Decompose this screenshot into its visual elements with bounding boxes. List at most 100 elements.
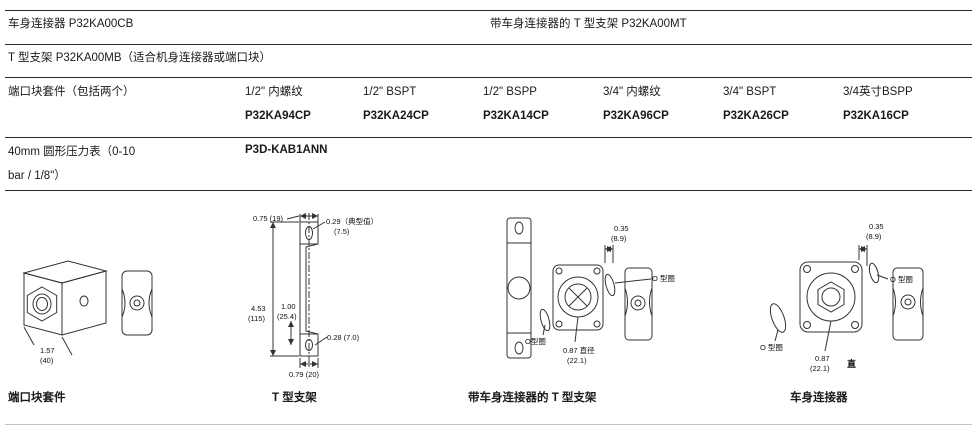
o-ring-label: O 型圈 (890, 275, 913, 284)
thread-type: 1/2" 内螺纹 (245, 86, 303, 98)
corner-screw (851, 265, 859, 273)
corner-screw (593, 267, 601, 275)
o-ring-label: O 型圈 (760, 343, 783, 352)
t-bracket-with-connector-entry: 带车身连接器的 T 型支架 P32KA00MT (490, 18, 687, 30)
o-ring-label: O型圈 (525, 337, 546, 346)
bracket-profile (299, 221, 319, 357)
dim-leader (23, 326, 35, 346)
body-connector-caption: 车身连接器 (790, 392, 848, 404)
dim-label: (8.9) (611, 234, 627, 243)
thread-type: 1/2" BSPP (483, 86, 537, 98)
clamp-plate (121, 270, 153, 336)
dim-label: 0.35 (869, 222, 884, 231)
dim-leader (61, 336, 73, 356)
plate-screw (630, 295, 646, 311)
dim-label: (115) (248, 314, 265, 323)
dim-label: 0.79 (20) (289, 370, 320, 379)
plate-screw-inner (634, 299, 642, 307)
dim-label: (25.4) (277, 312, 297, 321)
plate-waist-right (649, 287, 653, 317)
hex-port (817, 281, 845, 313)
gauge-part-number: P3D-KAB1ANN (245, 144, 328, 156)
dim-label: (22.1) (810, 364, 830, 373)
plate-screw-inner (904, 298, 912, 306)
threaded-hole-inner (36, 297, 48, 311)
connector-bore (564, 283, 592, 311)
o-ring-left (769, 303, 787, 333)
threaded-hole (32, 293, 52, 315)
t-bracket-connector-drawing: 0.35 (8.9) O 型圈 O型圈 0.87 直径 (22.1) (506, 217, 675, 365)
part-number: P32KA94CP (245, 110, 311, 122)
dim-label: (7.5) (334, 227, 350, 236)
plate-screw-inner (133, 299, 141, 307)
o-ring-right (604, 273, 616, 297)
plate-waist-left (892, 287, 896, 317)
part-number: P32KA96CP (603, 110, 669, 122)
dim-leader (312, 221, 326, 230)
o-ring-label: O 型圈 (652, 274, 675, 283)
table-rule-2 (5, 77, 972, 78)
dim-label: 1.57 (40, 346, 55, 355)
corner-screw (555, 320, 563, 328)
connector-bore (821, 287, 841, 307)
o-ring-right (868, 262, 880, 284)
bracket-center-hole (507, 276, 531, 300)
dim-label: 0.35 (614, 224, 629, 233)
dim-label: 4.53 (251, 304, 266, 313)
block-side-face (61, 270, 107, 336)
dim-label: (22.1) (567, 356, 587, 365)
dim-label: 0.29（典型值） (326, 216, 378, 226)
port-block-kit-label: 端口块套件（包括两个） (8, 86, 135, 98)
corner-screw (803, 321, 811, 329)
plate-waist-right (920, 287, 924, 317)
slot-hole (514, 221, 524, 235)
dim-label: (40) (40, 356, 54, 365)
part-number: P32KA16CP (843, 110, 909, 122)
dim-label: (8.9) (866, 232, 882, 241)
dim-leader (824, 320, 832, 352)
page-bottom-rule (5, 424, 972, 425)
side-hole (79, 295, 89, 307)
hex-port-face (26, 286, 58, 322)
body-connector-drawing: 0.35 (8.9) O 型圈 O 型圈 0.87 (22.1) 直 (760, 222, 924, 373)
dim-label: 0.87 (815, 354, 830, 363)
plate-waist-left (624, 287, 628, 317)
mounting-hole (514, 341, 524, 355)
part-number: P32KA26CP (723, 110, 789, 122)
table-rule-3 (5, 137, 972, 138)
dim-leader (314, 336, 328, 346)
connector-flange (552, 264, 604, 331)
part-number: P32KA24CP (363, 110, 429, 122)
plate-screw (129, 295, 145, 311)
connector-flange (799, 261, 863, 333)
t-bracket-connector-caption: 带车身连接器的 T 型支架 (468, 392, 597, 404)
dim-leader (876, 274, 889, 280)
clamp-plate (892, 267, 924, 341)
table-rule-1 (5, 44, 972, 45)
corner-screw (593, 320, 601, 328)
t-bracket-entry: T 型支架 P32KA00MB（适合机身连接器或端口块） (8, 52, 272, 64)
bore-detail (568, 287, 588, 307)
connector-face (806, 272, 856, 322)
port-block-drawing: 1.57 (40) (22, 260, 153, 365)
thread-type: 1/2" BSPT (363, 86, 417, 98)
corner-screw (851, 321, 859, 329)
dim-leader (542, 324, 546, 336)
corner-screw (555, 267, 563, 275)
table-rule-top (5, 10, 972, 11)
part-number: P32KA14CP (483, 110, 549, 122)
block-top-face (22, 260, 108, 284)
t-bracket-caption: T 型支架 (272, 392, 317, 404)
dim-leader (286, 215, 300, 220)
thread-type: 3/4" BSPT (723, 86, 777, 98)
thread-type: 3/4英寸BSPP (843, 86, 913, 98)
dim-label: 0.75 (19) (253, 214, 284, 223)
gauge-label-line1: 40mm 圆形压力表（0-10 (8, 146, 136, 158)
plate-waist-left (121, 288, 126, 318)
dim-leader (574, 316, 579, 343)
port-block-caption: 端口块套件 (8, 392, 66, 404)
plate-screw (900, 294, 916, 310)
table-rule-bottom (5, 190, 972, 191)
corner-screw (803, 265, 811, 273)
